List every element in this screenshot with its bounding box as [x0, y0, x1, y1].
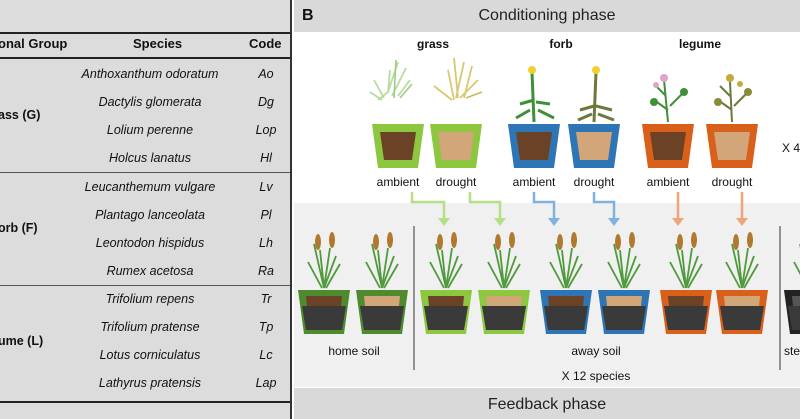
- treatment-label: drought: [574, 175, 615, 189]
- species-name: Dactylis glomerata: [98, 95, 202, 109]
- species-code: Ao: [258, 67, 274, 81]
- species-code: Lv: [259, 180, 273, 194]
- forb-ambient-pot: [508, 66, 560, 168]
- species-name: Trifolium repens: [105, 292, 195, 306]
- table-bottom-rule: [0, 401, 290, 403]
- feedback-pot: [420, 232, 472, 334]
- feedback-pot: [716, 232, 768, 334]
- species-name: Leucanthemum vulgare: [84, 180, 216, 194]
- treatment-label: drought: [712, 175, 753, 189]
- feedback-pot: [478, 232, 530, 334]
- arrow-heads: [438, 218, 748, 226]
- feedback-phase-title: Feedback phase: [487, 396, 607, 413]
- feedback-pots: [298, 232, 800, 334]
- panel-b-diagram: Conditioning phase B Feedback phase gras…: [294, 0, 800, 419]
- feedback-pot: [298, 232, 350, 334]
- feedback-pot: [540, 232, 592, 334]
- species-code: Lh: [259, 236, 273, 250]
- feedback-pot: [598, 232, 650, 334]
- species-code: Dg: [258, 95, 274, 109]
- species-code: Ra: [258, 264, 274, 278]
- grass-drought-pot: [430, 57, 483, 168]
- treatment-label: ambient: [647, 175, 690, 189]
- feedback-bottom-band: [294, 388, 800, 419]
- species-name: Holcus lanatus: [109, 151, 191, 165]
- species-table: onal Group Species Code ass (G) Anthoxan…: [0, 0, 292, 419]
- species-name: Plantago lanceolata: [95, 208, 205, 222]
- group-label-forb: forb: [549, 37, 572, 51]
- species-name: Trifolium pratense: [100, 320, 200, 334]
- legume-drought-pot: [706, 74, 758, 168]
- species-name: Leontodon hispidus: [95, 236, 205, 250]
- species-name: Lolium perenne: [106, 123, 194, 137]
- feedback-pot: [356, 232, 408, 334]
- group-label-grass: ass (G): [0, 108, 41, 122]
- col-header-group: onal Group: [0, 36, 68, 51]
- group-label-forb: orb (F): [0, 221, 38, 235]
- species-name: Anthoxanthum odoratum: [81, 67, 219, 81]
- group-rule: [0, 172, 290, 173]
- header-rule: [0, 57, 290, 59]
- replicate-label: X 4: [782, 141, 800, 155]
- species-code: Lc: [259, 348, 273, 362]
- grass-ambient-pot: [369, 59, 424, 168]
- species-code: Hl: [260, 151, 272, 165]
- treatment-label: ambient: [513, 175, 556, 189]
- group-rule: [0, 285, 290, 286]
- group-label-legume: legume: [679, 37, 721, 51]
- away-soil-label: away soil: [571, 344, 620, 358]
- treatment-label: ambient: [377, 175, 420, 189]
- treatment-label: drought: [436, 175, 477, 189]
- feedback-pot: [784, 244, 800, 334]
- sterile-soil-label: ste: [784, 344, 800, 358]
- species-code: Tp: [258, 320, 274, 334]
- species-code: Pl: [260, 208, 272, 222]
- species-name: Lathyrus pratensis: [98, 376, 202, 390]
- conditioning-phase-title: Conditioning phase: [478, 7, 616, 24]
- species-code: Tr: [260, 292, 272, 306]
- conditioning-band: [294, 0, 800, 32]
- group-label-legume: ume (L): [0, 334, 44, 348]
- panel-label: B: [302, 7, 314, 24]
- species-code: Lap: [255, 376, 277, 390]
- group-label-grass: grass: [417, 37, 449, 51]
- col-header-code: Code: [249, 36, 282, 51]
- legume-ambient-pot: [642, 74, 694, 168]
- table-top-rule: [0, 32, 290, 34]
- feedback-pot: [660, 232, 712, 334]
- home-soil-label: home soil: [328, 344, 379, 358]
- species-name: Lotus corniculatus: [99, 348, 201, 362]
- species-code: Lop: [255, 123, 277, 137]
- species-name: Rumex acetosa: [106, 264, 194, 278]
- soil-transfer-arrows: [410, 192, 744, 220]
- col-header-species: Species: [133, 36, 183, 51]
- forb-drought-pot: [568, 66, 620, 168]
- species-count-label: X 12 species: [562, 369, 631, 383]
- experiment-drawing: grass forb legume: [298, 37, 800, 383]
